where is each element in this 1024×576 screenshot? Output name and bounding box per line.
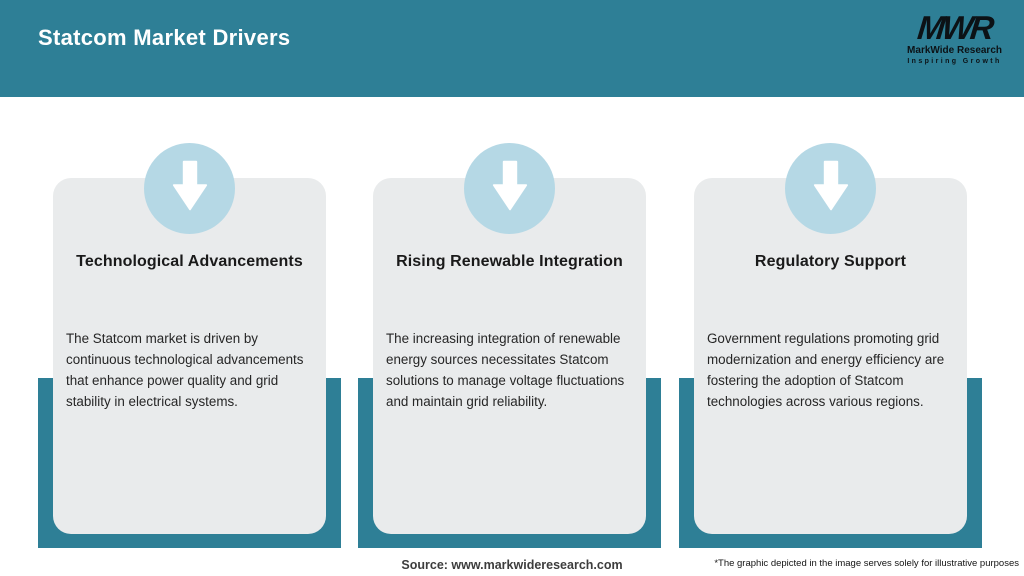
arrow-down-icon — [144, 143, 235, 234]
card-title: Technological Advancements — [76, 253, 303, 270]
card-body: The Statcom market is driven by continuo… — [66, 331, 304, 409]
brand-logo: MWR MarkWide Research Inspiring Growth — [907, 9, 1002, 65]
card-title: Regulatory Support — [754, 253, 907, 270]
card-body: The increasing integration of renewable … — [386, 331, 625, 409]
header-bar: Statcom Market Drivers MWR MarkWide Rese… — [0, 0, 1024, 97]
source-text: Source: www.markwideresearch.com — [401, 558, 623, 572]
logo-tagline: Inspiring Growth — [907, 58, 1002, 65]
card-title: Rising Renewable Integration — [396, 253, 623, 270]
disclaimer-text: *The graphic depicted in the image serve… — [714, 558, 1019, 569]
driver-card-technological-advancements: Technological Advancements The Statcom m… — [53, 178, 326, 534]
page-title: Statcom Market Drivers — [38, 25, 291, 50]
driver-card-rising-renewable-integration: Rising Renewable Integration The increas… — [373, 178, 646, 534]
driver-column-2: Rising Renewable Integration The increas… — [358, 0, 661, 576]
driver-card-regulatory-support: Regulatory Support Government regulation… — [694, 178, 967, 534]
arrow-down-icon — [464, 143, 555, 234]
driver-column-1: Technological Advancements The Statcom m… — [38, 0, 341, 576]
logo-name: MarkWide Research — [907, 45, 1002, 56]
arrow-down-icon — [785, 143, 876, 234]
driver-column-3: Regulatory Support Government regulation… — [679, 0, 982, 576]
card-body: Government regulations promoting grid mo… — [707, 331, 945, 409]
